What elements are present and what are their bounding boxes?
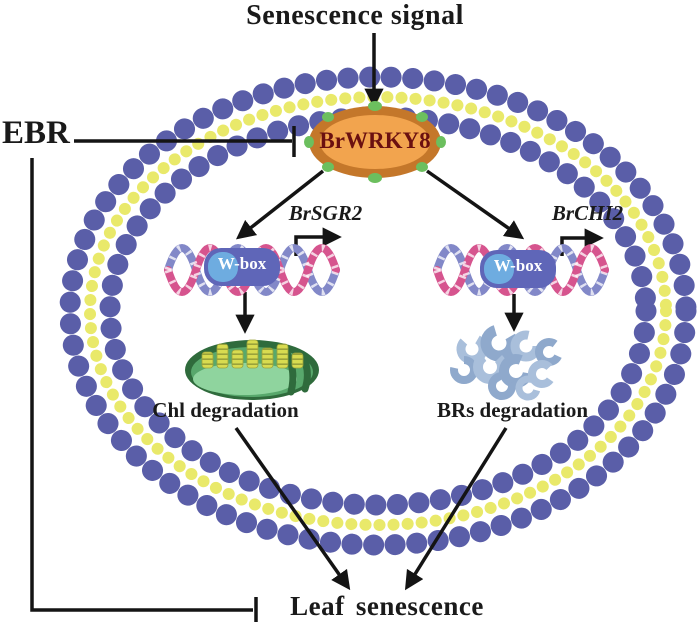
wbox-left-label: W-box — [217, 254, 267, 273]
title-senescence-signal: Senescence signal — [246, 0, 464, 31]
brs-to-leaf-arrow — [404, 427, 508, 591]
ebr-label: EBR — [2, 115, 70, 151]
brchi2-gene-label: BrCHI2 — [551, 201, 624, 225]
tf-to-left-wbox-arrow — [235, 169, 325, 240]
brwrky8-protein-icon — [304, 101, 446, 183]
chl-degradation-label: Chl degradation — [152, 398, 299, 422]
brs-degradation-label: BRs degradation — [436, 398, 589, 422]
leaf-senescence-label: Leaf senescence — [290, 591, 484, 621]
wbox-right-label: W-box — [493, 256, 543, 275]
chl-to-leaf-arrow — [234, 426, 351, 591]
brs-cloud-icon — [450, 324, 563, 401]
dna-right-icon — [433, 244, 609, 296]
ebr-inhibits-leaf-line — [30, 158, 253, 612]
brwrky8-label: BrWRKY8 — [319, 128, 431, 153]
tf-to-right-wbox-arrow — [425, 169, 525, 240]
brsgr2-gene-label: BrSGR2 — [288, 201, 363, 225]
chloroplast-icon — [185, 339, 319, 400]
dna-left-icon — [164, 244, 340, 296]
grana-stacks — [201, 339, 304, 369]
